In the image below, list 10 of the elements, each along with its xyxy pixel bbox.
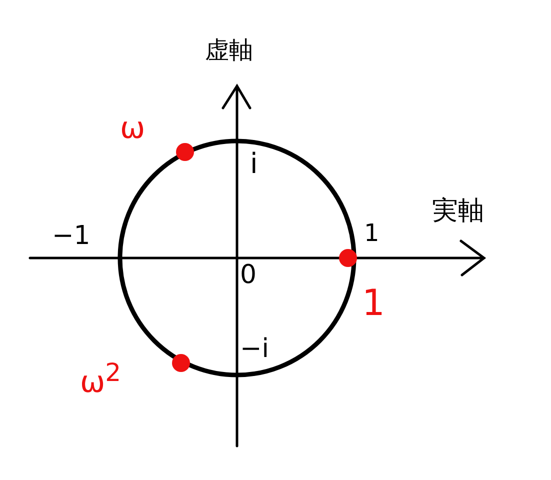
tick-label: i [250, 150, 258, 178]
tick-label: −1 [52, 223, 90, 249]
point-label: ω$^{2}$ [80, 360, 122, 398]
tick-label: 1 [364, 221, 380, 245]
point-label: ω [120, 114, 146, 144]
origin-label: 0 [240, 262, 257, 288]
tick-label: −i [240, 336, 270, 362]
point-label: 1 [362, 286, 385, 322]
axis-label: 虚軸 [205, 38, 253, 62]
axis-label: 実軸 [432, 198, 484, 224]
